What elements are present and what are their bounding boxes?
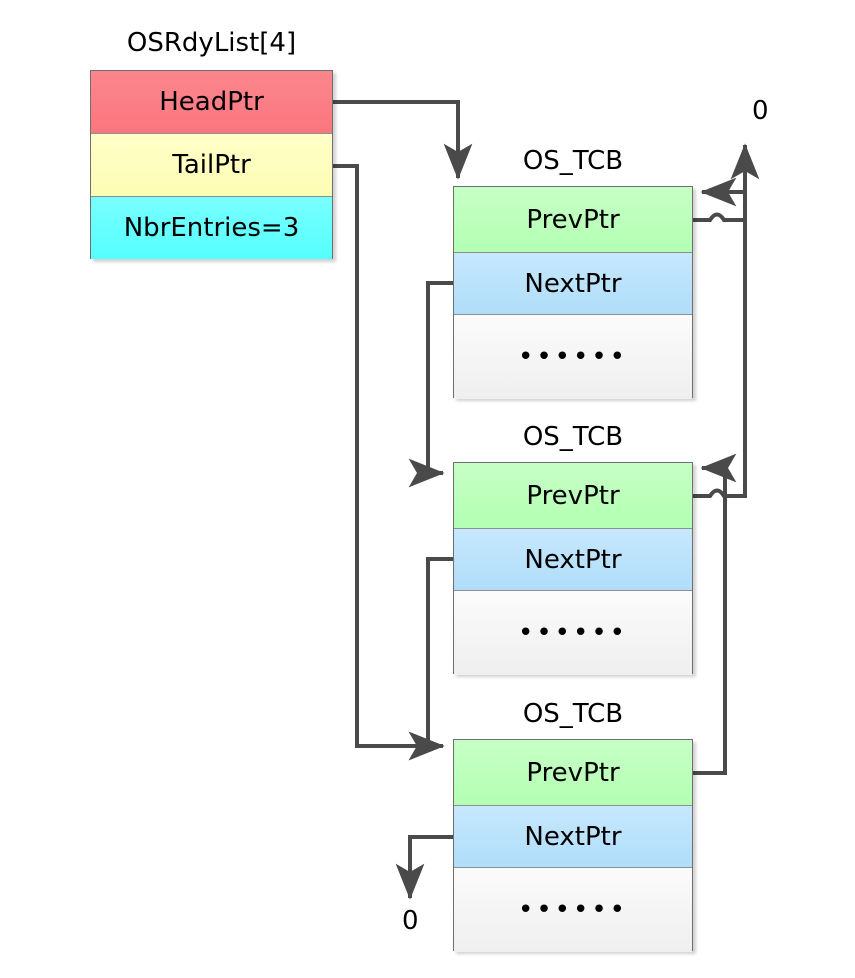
tcb-2-row-nextptr[interactable]: NextPtr xyxy=(454,529,692,591)
wire-tcb2-prev-to-tcb1 xyxy=(693,177,747,498)
tcb-1-row-prevptr[interactable]: PrevPtr xyxy=(454,187,692,253)
tcb-3-nextptr-label: NextPtr xyxy=(524,821,622,852)
tcb-1-prevptr-label: PrevPtr xyxy=(526,204,620,235)
tcb-3-dots-label: •••••• xyxy=(517,895,628,925)
tcb-3-prevptr-label: PrevPtr xyxy=(526,757,620,788)
tcb-2-caption: OS_TCB xyxy=(522,422,624,452)
tcb-1-dots-label: •••••• xyxy=(517,342,628,372)
tcb-3-struct: PrevPtr NextPtr •••••• xyxy=(453,739,693,952)
tcb-1-caption: OS_TCB xyxy=(522,146,624,176)
tcb-1-row-nextptr[interactable]: NextPtr xyxy=(454,253,692,315)
tcb-1-row-dots: •••••• xyxy=(454,315,692,399)
tcb-2-row-prevptr[interactable]: PrevPtr xyxy=(454,463,692,529)
null-label-bottom: 0 xyxy=(402,906,419,936)
readylist-headptr-label: HeadPtr xyxy=(159,87,264,117)
tcb-2-struct: PrevPtr NextPtr •••••• xyxy=(453,462,693,675)
tcb-3-row-prevptr[interactable]: PrevPtr xyxy=(454,740,692,806)
tcb-1-nextptr-label: NextPtr xyxy=(524,268,622,299)
readylist-row-nbrentries[interactable]: NbrEntries=3 xyxy=(91,197,332,259)
tcb-1-struct: PrevPtr NextPtr •••••• xyxy=(453,186,693,399)
wire-tcb1-next-to-tcb2 xyxy=(408,281,453,488)
wire-tcb1-prev-to-null xyxy=(693,143,760,222)
readylist-nbrentries-label: NbrEntries=3 xyxy=(123,213,300,243)
tcb-2-nextptr-label: NextPtr xyxy=(524,544,622,575)
tcb-3-row-nextptr[interactable]: NextPtr xyxy=(454,806,692,868)
tcb-2-dots-label: •••••• xyxy=(517,618,628,648)
readylist-row-tailptr[interactable]: TailPtr xyxy=(91,134,332,197)
wire-tcb3-next-to-null xyxy=(395,835,453,900)
wire-tcb2-next-to-tcb3 xyxy=(408,557,453,761)
wire-tailptr-to-tcb3 xyxy=(333,164,445,761)
tcb-2-prevptr-label: PrevPtr xyxy=(526,480,620,511)
wire-headptr-to-tcb1 xyxy=(333,100,473,180)
tcb-3-row-dots: •••••• xyxy=(454,868,692,952)
readylist-struct: HeadPtr TailPtr NbrEntries=3 xyxy=(90,70,333,259)
readylist-row-headptr[interactable]: HeadPtr xyxy=(91,71,332,134)
tcb-3-caption: OS_TCB xyxy=(522,699,624,729)
readylist-tailptr-label: TailPtr xyxy=(172,150,251,180)
readylist-caption: OSRdyList[4] xyxy=(126,28,297,58)
tcb-2-row-dots: •••••• xyxy=(454,591,692,675)
null-label-top: 0 xyxy=(752,96,769,126)
wire-tcb3-prev-to-tcb2 xyxy=(693,453,737,775)
